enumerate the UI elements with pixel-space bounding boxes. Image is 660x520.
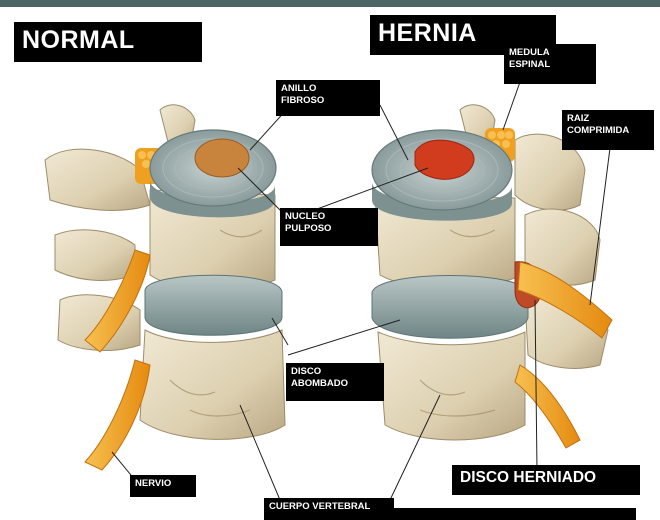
- normal-vertebra-lower: [140, 330, 285, 439]
- hernia-spine: [372, 105, 612, 448]
- label-disco-herniado: DISCO HERNIADO: [452, 465, 640, 495]
- title-normal: NORMAL: [14, 22, 202, 62]
- normal-disc-middle: [145, 275, 282, 335]
- hernia-disc-middle: [372, 276, 528, 339]
- normal-spine: [45, 105, 285, 470]
- bottom-bar: [394, 508, 636, 520]
- label-cuerpo-vertebral: CUERPO VERTEBRAL: [264, 498, 394, 520]
- label-nervio: NERVIO: [130, 475, 196, 497]
- label-medula-espinal: MEDULA ESPINAL: [504, 44, 596, 84]
- label-nucleo-pulposo: NUCLEO PULPOSO: [280, 208, 378, 246]
- label-raiz-comprimida: RAIZ COMPRIMIDA: [562, 110, 654, 150]
- normal-posterior-process: [45, 149, 150, 210]
- hernia-vertebra-lower: [378, 332, 525, 440]
- label-anillo-fibroso: ANILLO FIBROSO: [276, 80, 380, 116]
- label-disco-abombado: DISCO ABOMBADO: [286, 363, 384, 401]
